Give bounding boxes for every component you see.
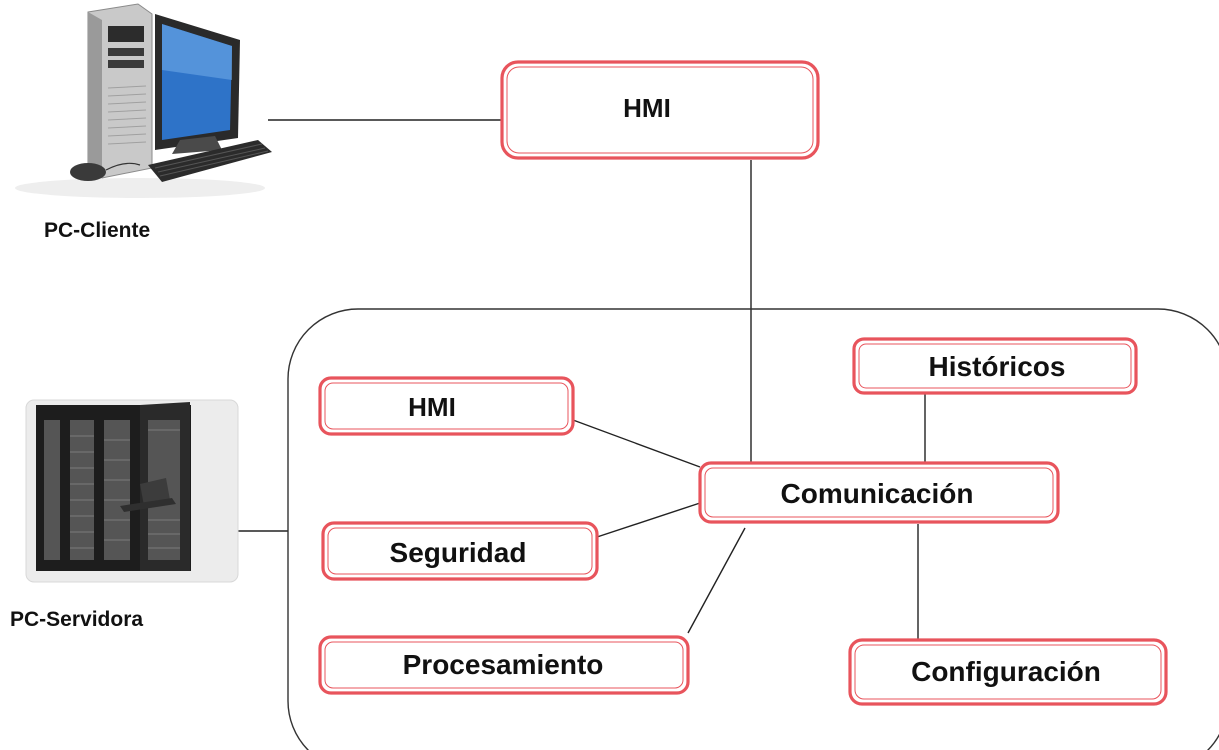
node-historicos-label: Históricos <box>929 351 1066 382</box>
node-procesamiento: Procesamiento <box>318 635 690 695</box>
node-configuracion-label: Configuración <box>911 656 1101 687</box>
server-label: PC-Servidora <box>10 608 144 631</box>
server-system-boundary <box>287 308 1219 750</box>
node-seguridad-label: Seguridad <box>390 537 527 568</box>
client-label: PC-Cliente <box>44 219 151 242</box>
node-configuracion: Configuración <box>848 638 1168 706</box>
edge-seguridad-comunicacion <box>596 502 701 538</box>
node-historicos: Históricos <box>852 337 1138 395</box>
node-hmi: HMI <box>318 376 575 436</box>
node-hmi-label: HMI <box>408 392 456 422</box>
node-hmi-top-label: HMI <box>623 93 671 123</box>
node-comunicacion: Comunicación <box>698 461 1060 524</box>
desktop-computer-icon <box>15 3 272 198</box>
node-procesamiento-label: Procesamiento <box>403 649 604 680</box>
server-rack-icon <box>25 399 239 583</box>
edge-procesamiento-comunicacion <box>687 527 746 634</box>
node-comunicacion-label: Comunicación <box>781 478 974 509</box>
edge-hmi-inner-comunicacion <box>572 419 701 468</box>
node-hmi-top: HMI <box>500 60 820 160</box>
node-seguridad: Seguridad <box>321 521 599 581</box>
